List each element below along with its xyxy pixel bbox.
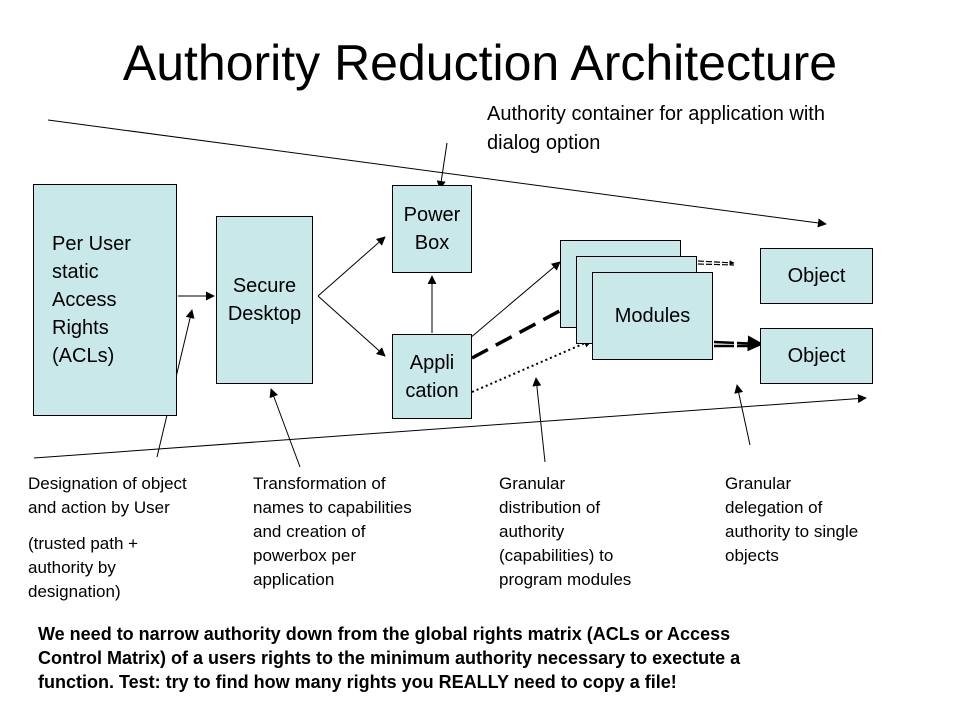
application-to-module-dotted-arrow (471, 339, 593, 393)
caption-line: (trusted path + (28, 534, 139, 553)
caption-line: authority by (28, 558, 116, 577)
object-box-2: Object (760, 328, 873, 384)
caption-line: Granular (725, 474, 792, 493)
distribution-pointer-arrow (532, 377, 546, 463)
page-title: Authority Reduction Architecture (122, 35, 838, 91)
caption-line: and creation of (253, 522, 366, 541)
caption-line: program modules (499, 570, 632, 589)
trusted-path-caption: (trusted path + authority by designation… (28, 532, 138, 604)
bottom-statement-line: Control Matrix) of a users rights to the… (38, 648, 741, 668)
module-to-object-small-arrow-2 (697, 263, 735, 266)
top-note-line: dialog option (487, 132, 601, 154)
bottom-statement: We need to narrow authority down from th… (38, 622, 918, 694)
caption-line: (capabilities) to (499, 546, 614, 565)
designation-caption: Designation of object and action by User (28, 472, 187, 520)
acl-box: Per User static Access Rights (ACLs) (33, 184, 177, 416)
granular-delegation-caption: Granular delegation of authority to sing… (725, 472, 858, 568)
caption-line: names to capabilities (253, 498, 412, 517)
bottom-statement-line: We need to narrow authority down from th… (38, 624, 731, 644)
caption-line: distribution of (499, 498, 601, 517)
modules-box: Modules (592, 272, 713, 360)
desktop-to-application-arrow (317, 295, 386, 357)
caption-line: and action by User (28, 498, 170, 517)
top-note-line: Authority container for application with (487, 103, 825, 125)
caption-line: Granular (499, 474, 566, 493)
granular-distribution-caption: Granular distribution of authority (capa… (499, 472, 631, 592)
funnel-bottom-arrow (33, 394, 867, 459)
delegation-pointer-arrow (734, 384, 751, 446)
bottom-statement-line: function. Test: try to find how many rig… (38, 672, 677, 692)
transformation-caption: Transformation of names to capabilities … (253, 472, 412, 592)
top-note: Authority container for application with… (487, 100, 825, 158)
module-to-object-bold-arrow (713, 335, 764, 352)
application-box: Appli cation (392, 334, 472, 419)
caption-line: Transformation of (253, 474, 386, 493)
note-to-powerbox-arrow (436, 142, 448, 190)
caption-line: authority (499, 522, 565, 541)
desktop-to-powerbox-arrow (317, 236, 386, 297)
transformation-pointer-arrow (269, 388, 301, 468)
object-box-1: Object (760, 248, 873, 304)
power-box: Power Box (392, 185, 472, 273)
application-to-module-dashed-arrow (471, 298, 582, 360)
module-to-object-small-arrow (697, 260, 735, 266)
caption-line: authority to single (725, 522, 859, 541)
funnel-top-arrow (47, 119, 827, 228)
caption-line: application (253, 570, 335, 589)
caption-line: delegation of (725, 498, 823, 517)
caption-line: objects (725, 546, 779, 565)
caption-line: Designation of object (28, 474, 187, 493)
caption-line: designation) (28, 582, 121, 601)
application-to-module-thin-arrow (462, 261, 561, 345)
secure-desktop-box: Secure Desktop (216, 216, 313, 384)
caption-line: powerbox per (253, 546, 357, 565)
